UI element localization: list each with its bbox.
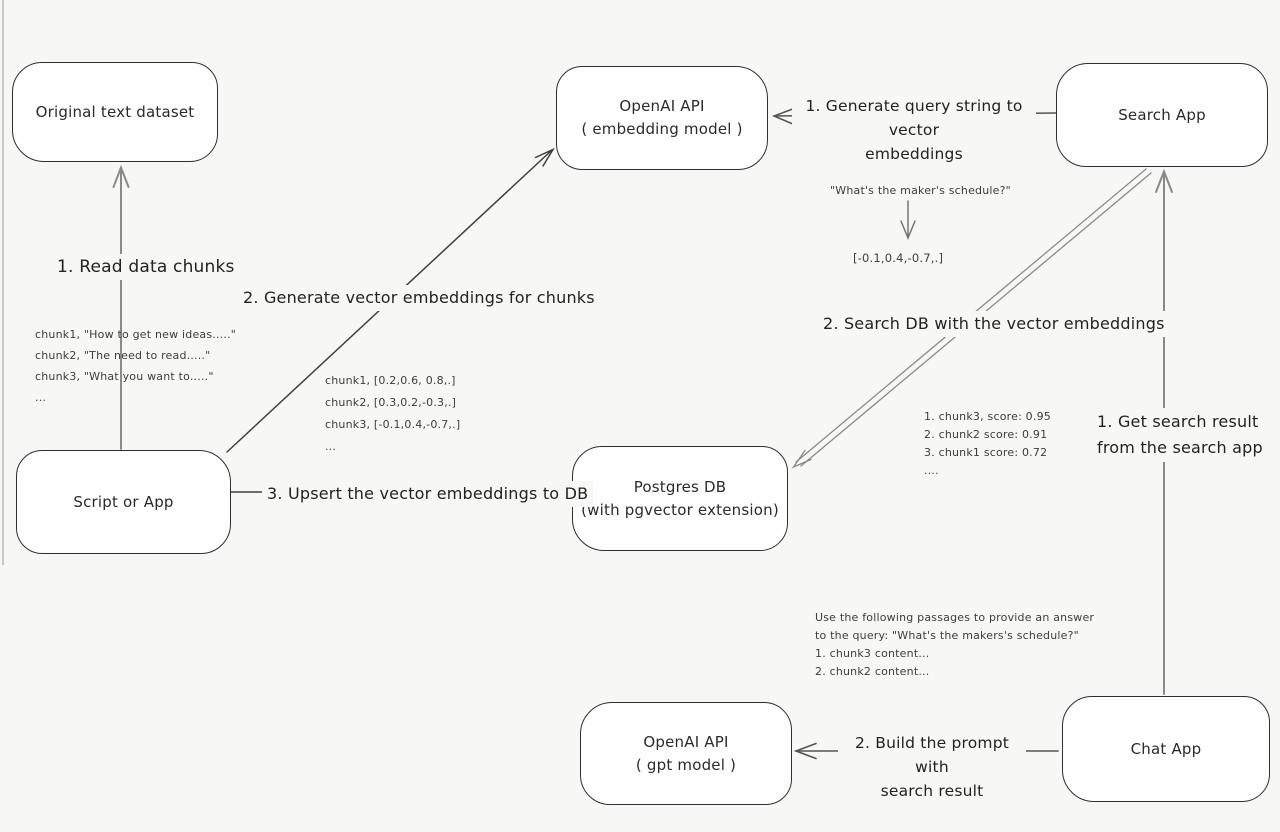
annotation-line: ....	[924, 464, 939, 477]
annotation-query-vector: [-0.1,0.4,-0.7,.]	[853, 251, 944, 265]
node-label-line2: (with pgvector extension)	[581, 500, 779, 519]
annotation-line: 2. chunk2 content...	[815, 665, 930, 678]
node-label: Original text dataset	[35, 102, 195, 121]
node-label-line1: OpenAI API	[643, 732, 729, 751]
annotation-line: 2. chunk2 score: 0.91	[924, 428, 1048, 441]
edge-label-generate-embeddings: 2. Generate vector embeddings for chunks	[238, 285, 600, 311]
annotation-line: chunk2, "The need to read....."	[35, 349, 211, 362]
edge-label-build-prompt: 2. Build the prompt with search result	[838, 730, 1026, 804]
annotation-prompt-preview: Use the following passages to provide an…	[815, 609, 1094, 681]
arrow-query-string-to-vector	[900, 200, 916, 240]
node-search-app: Search App	[1056, 63, 1268, 167]
node-script-or-app: Script or App	[16, 450, 231, 554]
annotation-search-scores: 1. chunk3, score: 0.95 2. chunk2 score: …	[924, 408, 1051, 480]
annotation-line: ...	[325, 440, 337, 453]
annotation-line: 1. chunk3, score: 0.95	[924, 410, 1051, 423]
annotation-line: chunk2, [0.3,0.2,-0.3,.]	[325, 396, 457, 409]
node-label-line2: ( gpt model )	[635, 755, 737, 774]
annotation-line: ...	[35, 391, 47, 404]
edge-label-line2: embeddings	[865, 145, 963, 163]
node-label: Script or App	[73, 492, 174, 511]
annotation-line: 3. chunk1 score: 0.72	[924, 446, 1048, 459]
node-label-line2: ( embedding model )	[581, 120, 743, 138]
node-openai-embedding-api: OpenAI API ( embedding model )	[556, 66, 768, 170]
edge-label-line1: 2. Build the prompt with	[854, 734, 1010, 776]
node-label: Search App	[1118, 105, 1206, 124]
edge-label-query-to-embedding: 1. Generate query string to vector embed…	[792, 93, 1036, 167]
annotation-line: 1. chunk3 content...	[815, 647, 930, 660]
edge-label-line1: 1. Generate query string to vector	[805, 97, 1023, 139]
node-openai-gpt-api: OpenAI API ( gpt model )	[580, 702, 792, 805]
annotation-chunk-vectors: chunk1, [0.2,0.6, 0.8,.] chunk2, [0.3,0.…	[325, 370, 460, 458]
edge-label-line2: search result	[880, 782, 984, 800]
edge-label-search-db: 2. Search DB with the vector embeddings	[818, 311, 1170, 337]
annotation-line: chunk1, "How to get new ideas....."	[35, 328, 237, 341]
node-label-line1: Postgres DB	[633, 477, 727, 496]
node-label: Chat App	[1130, 739, 1202, 758]
annotation-line: to the query: "What's the makers's sched…	[815, 629, 1079, 642]
annotation-line: Use the following passages to provide an…	[815, 611, 1095, 624]
annotation-line: chunk1, [0.2,0.6, 0.8,.]	[325, 374, 456, 387]
node-postgres-db: Postgres DB (with pgvector extension)	[572, 446, 788, 551]
edge-label-line1: 1. Get search result	[1097, 412, 1259, 431]
node-chat-app: Chat App	[1062, 696, 1270, 802]
edge-label-line2: from the search app	[1097, 438, 1263, 457]
annotation-query-example: "What's the maker's schedule?"	[830, 184, 1011, 197]
edge-label-upsert-to-db: 3. Upsert the vector embeddings to DB	[262, 481, 594, 507]
node-original-text-dataset: Original text dataset	[12, 62, 218, 162]
annotation-line: chunk3, "What you want to....."	[35, 370, 214, 383]
edge-label-read-data-chunks: 1. Read data chunks	[52, 254, 240, 280]
annotation-chunk-texts: chunk1, "How to get new ideas....." chun…	[35, 324, 236, 408]
edge-label-get-search-result: 1. Get search result from the search app	[1092, 408, 1268, 462]
node-label-line1: OpenAI API	[619, 97, 705, 115]
annotation-line: chunk3, [-0.1,0.4,-0.7,.]	[325, 418, 461, 431]
